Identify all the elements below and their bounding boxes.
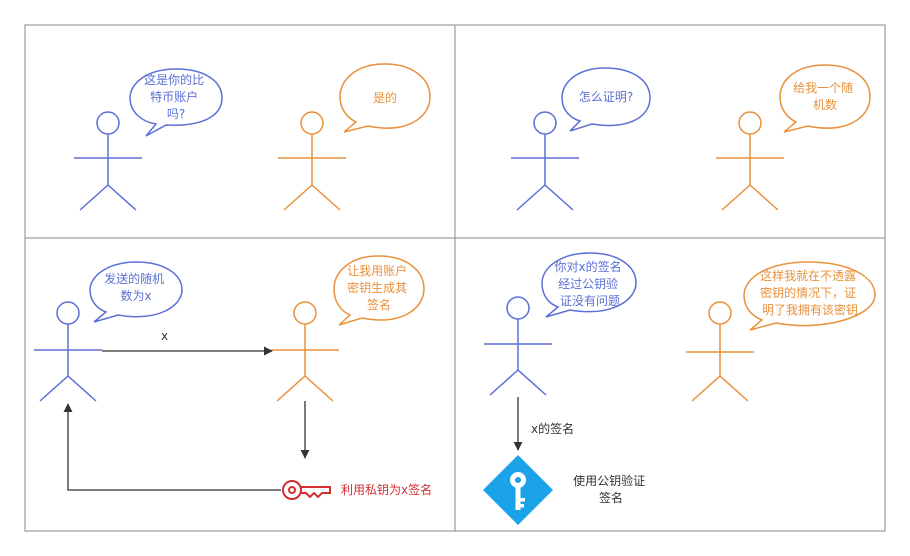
stick-figure-blue [74, 111, 142, 211]
bubble-text-line: 吗? [167, 107, 185, 121]
svg-text:怎么证明?: 怎么证明? [579, 89, 633, 104]
stick-figure-orange [716, 111, 784, 211]
verify-label-line: 签名 [599, 490, 623, 505]
bubble-text-line: 经过公钥验 [558, 276, 618, 291]
stick-figure-blue [511, 111, 579, 211]
panel-2: 怎么证明? 给我一个随 机数 [511, 64, 871, 211]
stick-figure-blue [34, 301, 102, 402]
bubble-text-line: 让我用账户 [347, 263, 407, 278]
bubble-text-line: 是的 [373, 90, 397, 105]
bubble-text-line: 密钥的情况下，证 [760, 285, 856, 300]
panel-1: 这是你的比 特币账户 吗? 是的 [74, 63, 431, 211]
speech-bubble-blue: 发送的随机 数为x [89, 261, 183, 323]
speech-bubble-orange: 让我用账户 密钥生成其 签名 [333, 255, 425, 326]
speech-bubble-orange: 给我一个随 机数 [779, 64, 871, 133]
stick-figure-orange [278, 111, 346, 211]
panel-4: 你对x的签名 经过公钥验 证没有问题 这样我就在不透露 密钥的情况下，证 明了我… [483, 252, 876, 525]
bubble-text-line: 数为x [120, 288, 151, 303]
panel-3: 发送的随机 数为x 让我用账户 密钥生成其 签名 x [34, 255, 432, 500]
verify-label-line: 使用公钥验证 [573, 473, 645, 488]
arrow-return-signature [63, 403, 281, 491]
svg-text:给我一个随 机数: 给我一个随 机数 [793, 80, 857, 112]
bubble-text-line: 怎么证明? [579, 89, 633, 104]
bubble-text-line: 特币账户 [150, 89, 198, 104]
bubble-text-line: 这是你的比 [144, 72, 204, 87]
svg-text:发送的随机 数为x: 发送的随机 数为x [104, 271, 168, 303]
speech-bubble-orange: 是的 [339, 63, 431, 133]
svg-text:这是你的比 特币账户 吗?: 这是你的比 特币账户 吗? [144, 72, 208, 121]
bubble-text-line: 发送的随机 [104, 271, 164, 286]
svg-text:你对x的签名 经过公钥验 证: 你对x的签名 经过公钥验 证没有问题 [555, 259, 626, 308]
bubble-text-line: 这样我就在不透露 [760, 268, 856, 283]
bubble-text-line: 机数 [813, 97, 837, 112]
public-key-diamond-icon [483, 455, 553, 525]
stick-figure-orange [686, 301, 754, 402]
svg-text:是的: 是的 [373, 90, 397, 105]
speech-bubble-blue: 你对x的签名 经过公钥验 证没有问题 [541, 252, 637, 318]
svg-text:这样我就在不透露 密钥的情况下，证: 这样我就在不透露 密钥的情况下，证 明了我拥有该密钥 [760, 268, 860, 317]
stick-figure-blue [484, 296, 552, 396]
arrow-label-x: x [161, 329, 168, 343]
stick-figure-orange [271, 301, 339, 402]
key-icon [282, 480, 331, 500]
speech-bubble-orange: 这样我就在不透露 密钥的情况下，证 明了我拥有该密钥 [743, 261, 876, 331]
key-label: 利用私钥为x签名 [341, 482, 432, 497]
svg-text:使用公钥验证 签名: 使用公钥验证 签名 [573, 473, 649, 505]
svg-text:让我用账户 密钥生成其 签名: 让我用账户 密钥生成其 签名 [347, 263, 411, 312]
arrow-label-signature: x的签名 [531, 421, 574, 436]
bubble-text-line: 给我一个随 [793, 80, 853, 95]
speech-bubble-blue: 怎么证明? [561, 67, 651, 132]
speech-bubble-blue: 这是你的比 特币账户 吗? [129, 68, 223, 137]
bubble-text-line: 签名 [367, 297, 391, 312]
bubble-text-line: 密钥生成其 [347, 280, 407, 295]
bubble-text-line: 证没有问题 [560, 293, 620, 308]
bubble-text-line: 你对x的签名 [555, 259, 622, 274]
bubble-text-line: 明了我拥有该密钥 [762, 302, 858, 317]
panel-grid [24, 24, 886, 532]
